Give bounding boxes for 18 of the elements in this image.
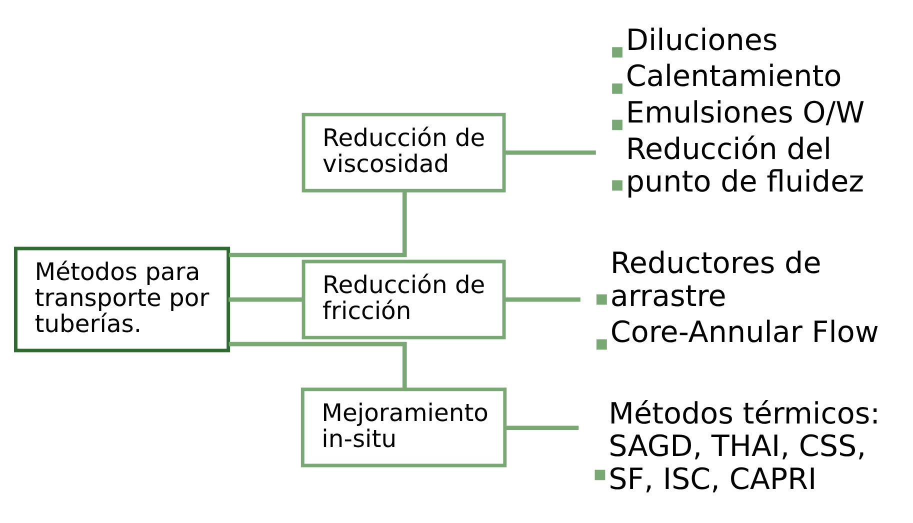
- connector: [228, 297, 304, 302]
- node-label: Emulsiones O/W: [626, 96, 865, 130]
- node-box: Reducción de viscosidad: [302, 112, 506, 192]
- node-label: Reductores de arrastre: [610, 246, 822, 313]
- connector: [228, 190, 407, 258]
- node-label: Métodos térmicos: SAGD, THAI, CSS, SF, ISC, CAPRI: [608, 396, 880, 496]
- node-label: Calentamiento: [626, 59, 842, 94]
- node-label: Reducción del punto de fluidez: [626, 132, 864, 199]
- connector: [504, 297, 580, 302]
- connector: [504, 150, 596, 155]
- node-label: Core-Annular Flow: [610, 315, 879, 350]
- node-box: Mejoramiento in-situ: [300, 388, 507, 468]
- node-label: Diluciones: [626, 22, 778, 57]
- connector: [505, 426, 579, 430]
- node-box: [594, 470, 606, 480]
- node-box: Reducción de fricción: [302, 260, 506, 340]
- node-box: Métodos para transporte por tuberías.: [14, 246, 230, 352]
- connector: [228, 342, 407, 390]
